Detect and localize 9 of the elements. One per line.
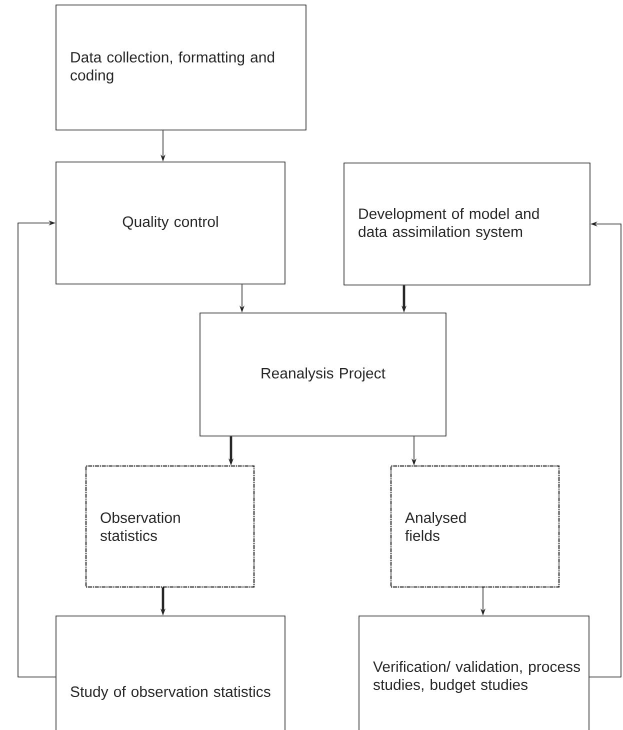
- arrow: [18, 220, 56, 678]
- process-box: Data collection, formatting and coding: [56, 4, 306, 130]
- study-box: Study of observation statistics: [56, 616, 286, 730]
- study-box: Verification/ validation, process studies, budget studies: [358, 616, 590, 730]
- process-box: Reanalysis Project: [200, 312, 446, 436]
- output-box: Observation statistics: [86, 466, 254, 588]
- process-box: Development of model and data assimilation system: [344, 162, 590, 286]
- process-box: Quality control: [56, 162, 286, 284]
- output-box: Analysed fields: [390, 466, 560, 588]
